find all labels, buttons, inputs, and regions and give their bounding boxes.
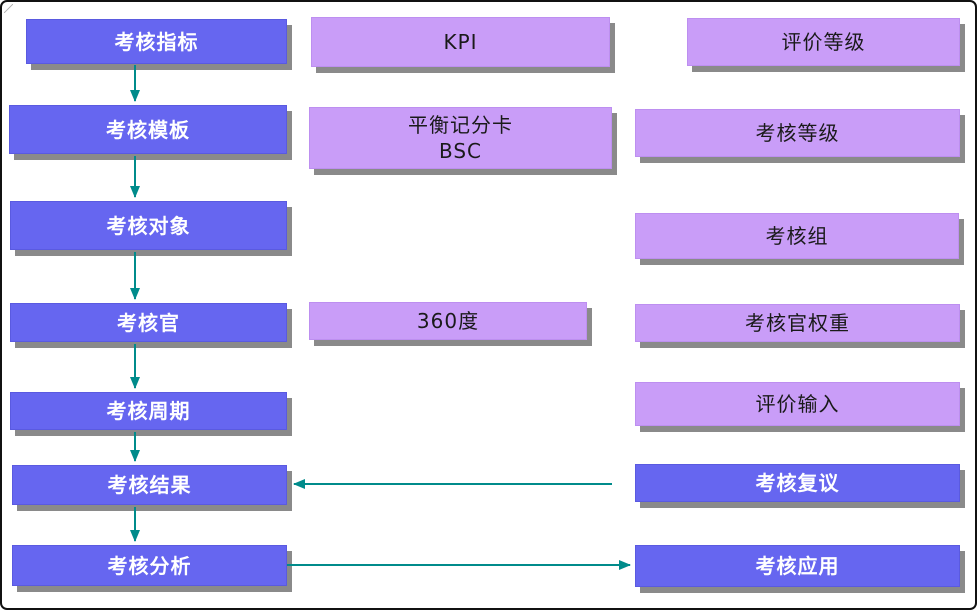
feedback-box-assessment-application: 考核应用 bbox=[635, 545, 960, 587]
config-box-assessment-group-label: 考核组 bbox=[765, 224, 829, 248]
corner-mark bbox=[4, 4, 13, 13]
flow-step-assessment-template-label: 考核模板 bbox=[106, 117, 190, 142]
method-box-kpi: KPI bbox=[311, 17, 610, 67]
config-box-evaluation-input-label: 评价输入 bbox=[755, 392, 840, 416]
method-box-balanced-scorecard-label: 平衡记分卡 BSC bbox=[408, 113, 513, 163]
flow-step-assessment-analysis-label: 考核分析 bbox=[107, 553, 192, 578]
flow-step-assessment-target: 考核对象 bbox=[10, 201, 287, 250]
flow-step-assessment-cycle-label: 考核周期 bbox=[106, 399, 191, 423]
method-box-360-degree: 360度 bbox=[309, 302, 587, 340]
flow-step-assessment-cycle: 考核周期 bbox=[10, 392, 287, 430]
flow-step-assessment-target-label: 考核对象 bbox=[106, 213, 191, 238]
config-box-assessment-grade: 考核等级 bbox=[635, 109, 960, 157]
flow-step-assessment-result: 考核结果 bbox=[12, 465, 287, 505]
method-box-balanced-scorecard: 平衡记分卡 BSC bbox=[309, 107, 612, 169]
config-box-assessor-weight-label: 考核官权重 bbox=[745, 311, 850, 335]
flow-step-assessor: 考核官 bbox=[10, 303, 287, 342]
config-box-evaluation-input: 评价输入 bbox=[635, 382, 960, 426]
feedback-box-assessment-application-label: 考核应用 bbox=[755, 554, 840, 578]
config-box-assessor-weight: 考核官权重 bbox=[635, 304, 960, 342]
flow-step-assessment-indicators: 考核指标 bbox=[26, 19, 287, 64]
method-box-kpi-label: KPI bbox=[443, 30, 478, 54]
config-box-assessment-group: 考核组 bbox=[635, 213, 959, 259]
config-box-rating-scale: 评价等级 bbox=[687, 18, 960, 66]
flow-step-assessment-result-label: 考核结果 bbox=[107, 473, 192, 497]
method-box-360-degree-label: 360度 bbox=[416, 309, 480, 333]
feedback-box-assessment-review: 考核复议 bbox=[635, 464, 960, 502]
feedback-box-assessment-review-label: 考核复议 bbox=[755, 471, 840, 495]
flow-step-assessment-indicators-label: 考核指标 bbox=[114, 29, 199, 54]
flow-step-assessment-template: 考核模板 bbox=[9, 105, 287, 154]
flow-step-assessor-label: 考核官 bbox=[117, 310, 180, 335]
config-box-assessment-grade-label: 考核等级 bbox=[755, 121, 840, 145]
config-box-rating-scale-label: 评价等级 bbox=[781, 30, 866, 54]
flow-step-assessment-analysis: 考核分析 bbox=[12, 545, 287, 586]
